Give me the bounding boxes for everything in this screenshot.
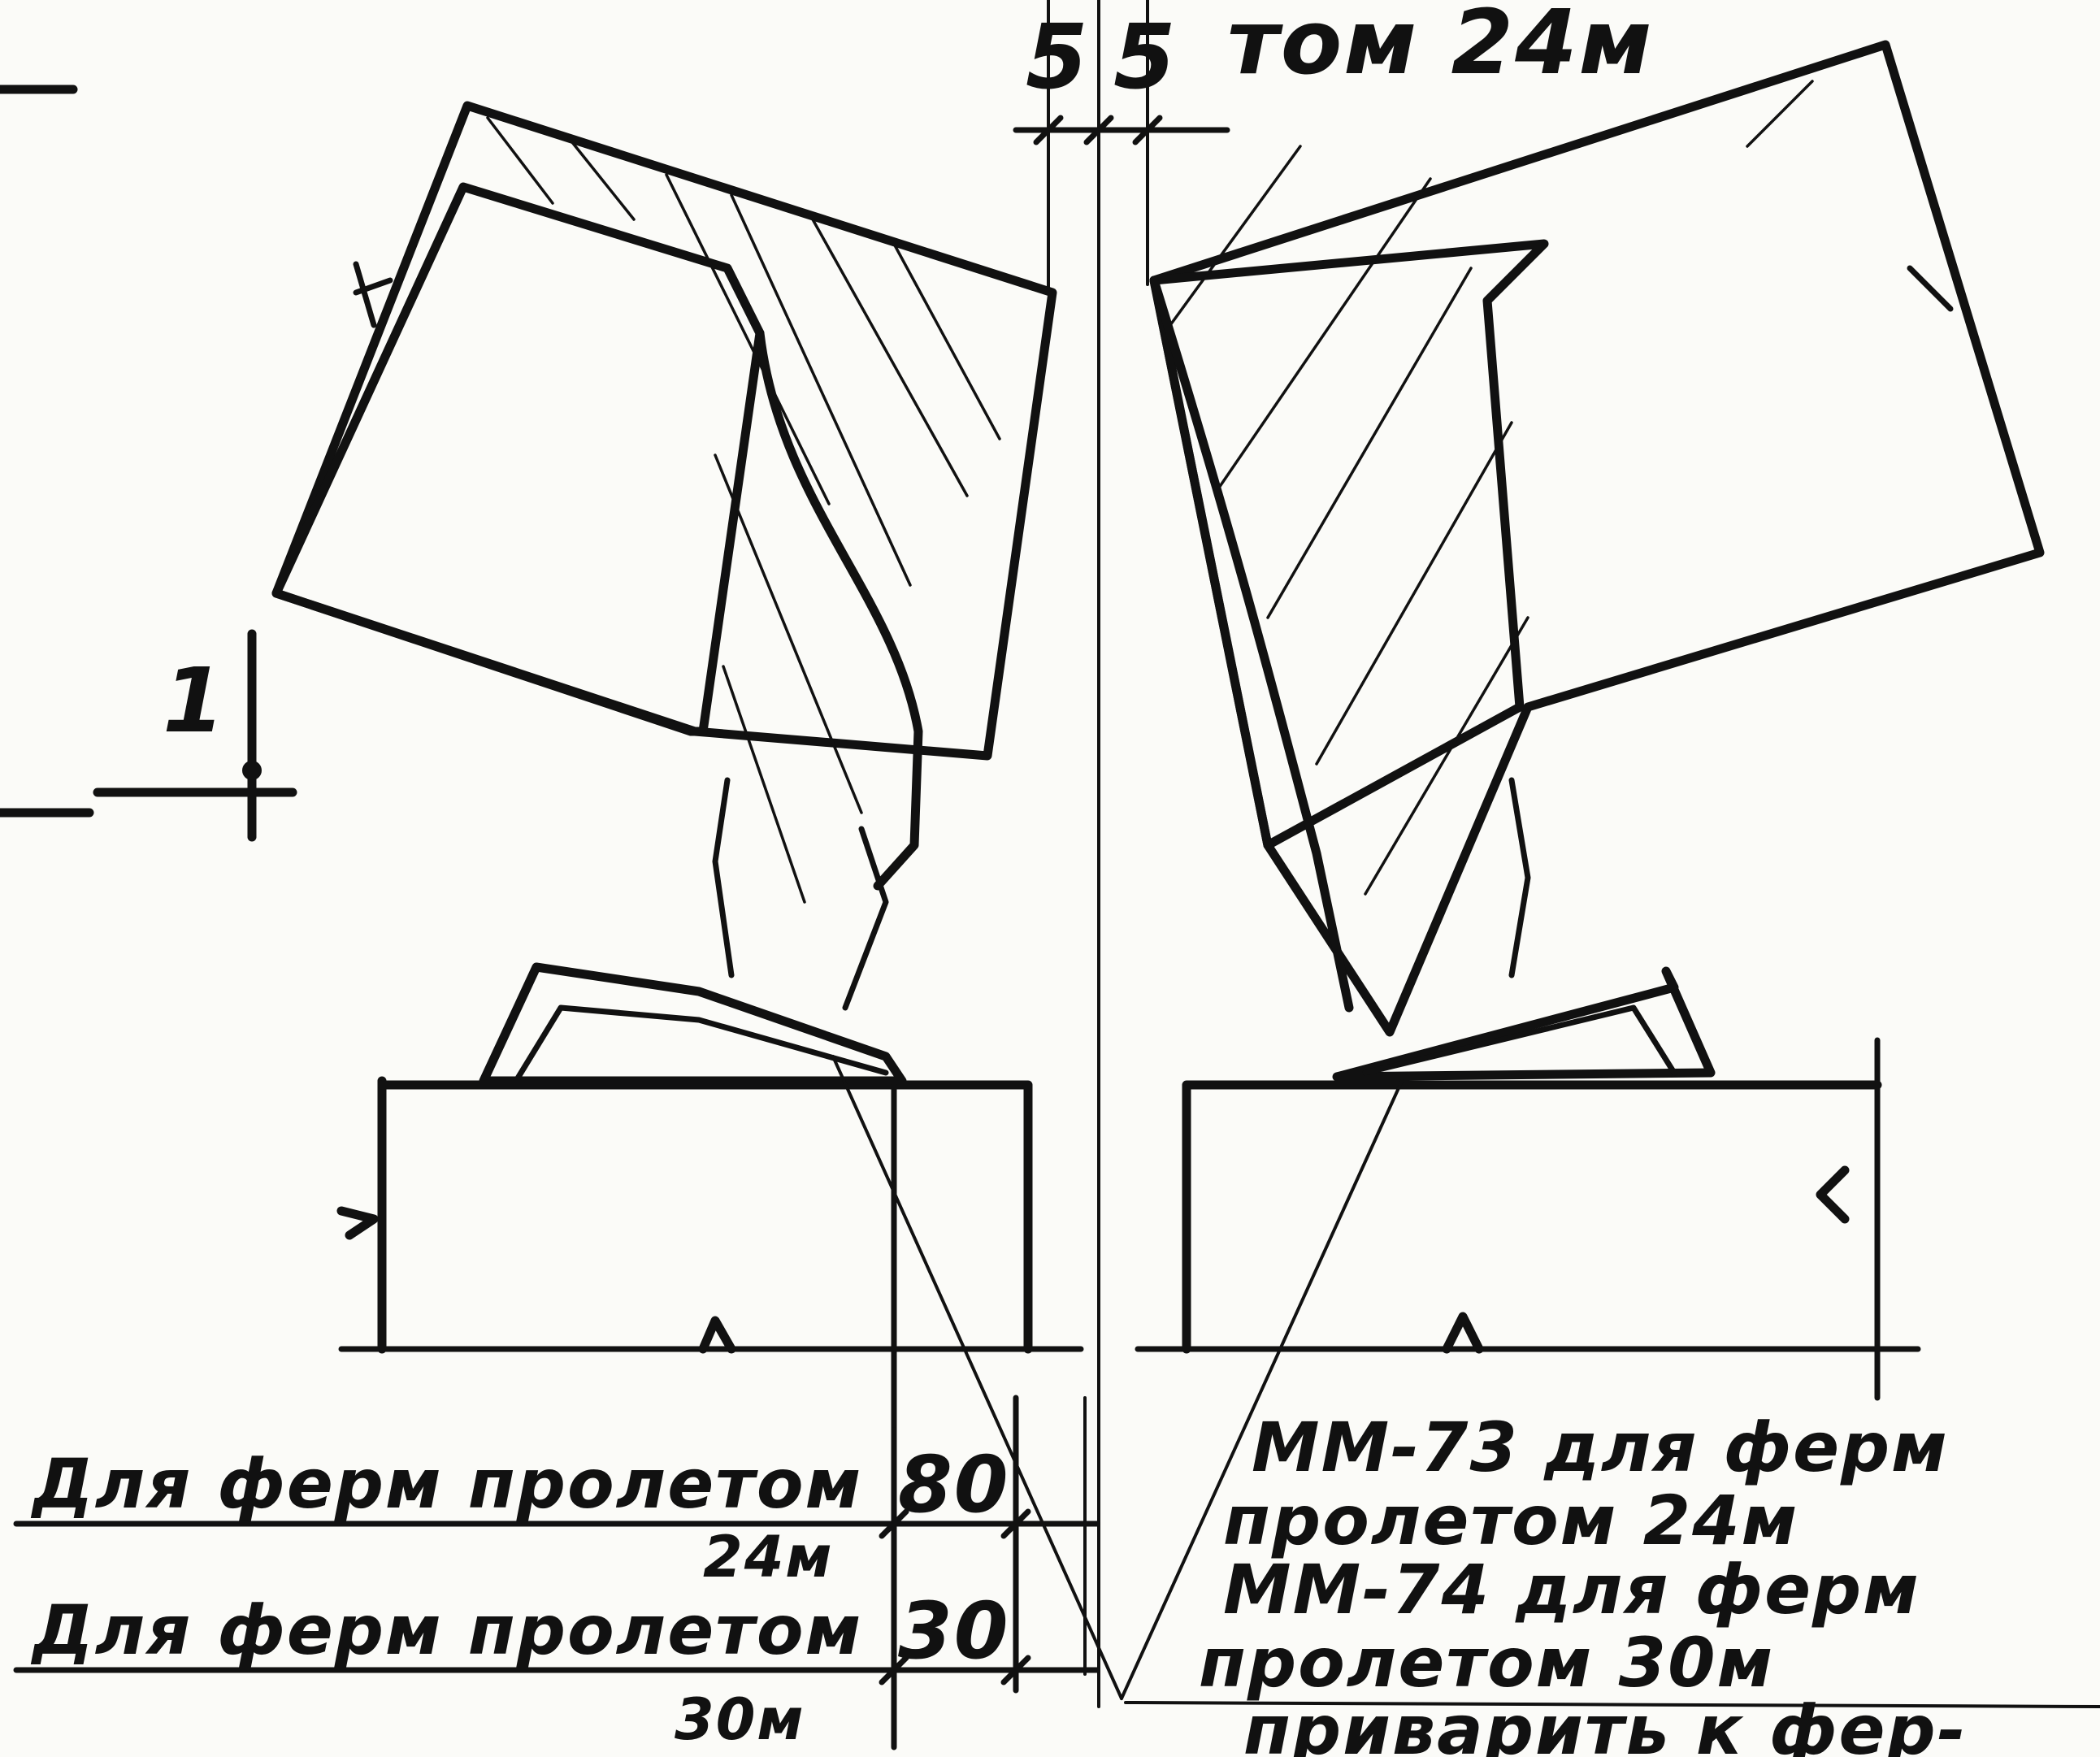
top-dim-right: 5 (1113, 5, 1178, 109)
left-concrete-fill-hatch (486, 116, 1001, 904)
right-support-plate (1332, 966, 1716, 1082)
left-end-stiffener (712, 328, 923, 1011)
left-note-row1-value: 80 (898, 1439, 1010, 1530)
right-note-leaders (1124, 1701, 2100, 1708)
left-dimension-table (13, 1395, 1100, 1750)
left-note-row2-sub: 30м (675, 1686, 805, 1753)
top-dimension-line (1013, 115, 1230, 145)
right-concrete-fill-hatch (1169, 80, 1814, 896)
right-note-line1: ММ-73 для ферм (1252, 1408, 1949, 1487)
right-note-line4: пролетом 30м (1199, 1623, 1774, 1703)
left-note-row2: Для ферм пролетом (30, 1590, 862, 1670)
right-note-line5: приварить к фер- (1243, 1690, 1967, 1757)
center-axis (1047, 0, 1149, 1708)
right-note-line3: ММ-74 для ферм (1223, 1550, 1920, 1629)
right-note-line2: пролетом 24м (1223, 1481, 1798, 1560)
section-mark-number: 1 (163, 649, 227, 753)
left-note-row1-sub: 24м (703, 1524, 834, 1590)
right-end-stiffener (1149, 275, 1531, 1013)
top-caption: том 24м (1227, 0, 1654, 94)
left-note-row1: Для ферм пролетом (30, 1444, 862, 1524)
top-dim-left: 5 (1026, 5, 1090, 109)
left-note-row2-value: 30 (898, 1586, 1010, 1677)
left-truss-chord (271, 101, 1057, 761)
right-column-head (1120, 1037, 1921, 1700)
right-truss-chord (1149, 40, 2045, 1037)
text-labels: 5 5 том 24м 1 Для ферм пролетом 80 24м Д… (30, 0, 1967, 1757)
section-mark (0, 85, 297, 842)
left-support-plate (479, 962, 907, 1086)
